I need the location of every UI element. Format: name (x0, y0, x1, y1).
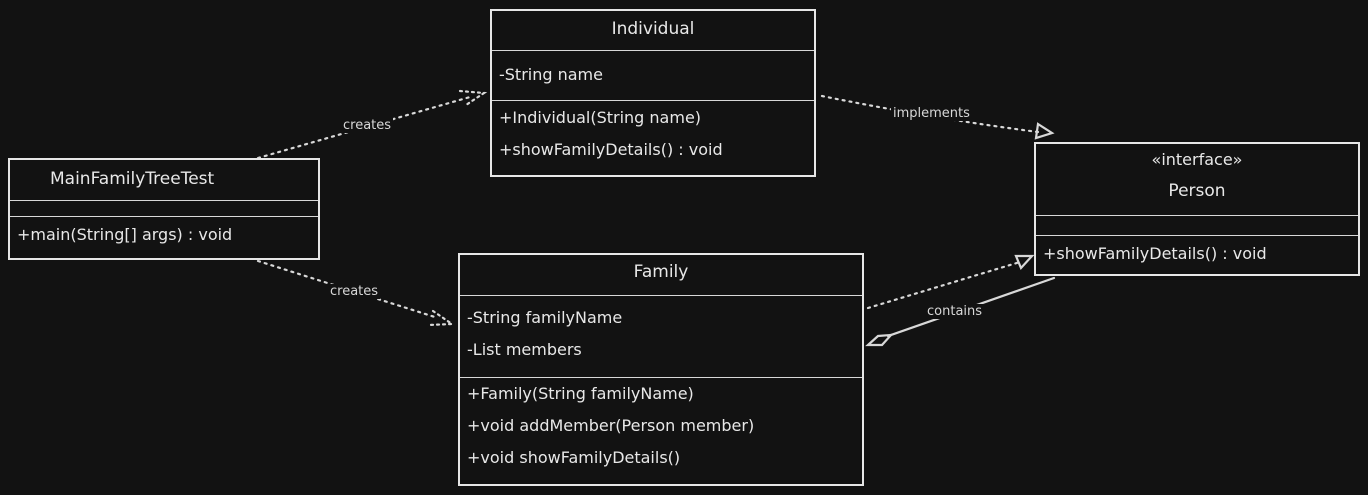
methods-section: +Family(String familyName) +void addMemb… (460, 377, 862, 474)
method-row: +Individual(String name) (499, 108, 702, 127)
methods-section: +Individual(String name) +showFamilyDeta… (492, 100, 814, 166)
arrowhead-open-individual (458, 89, 488, 107)
class-name: Individual (611, 19, 695, 39)
methods-section: +showFamilyDetails() : void (1036, 235, 1358, 270)
method-row: +Family(String familyName) (467, 384, 694, 403)
method-row: +void showFamilyDetails() (467, 448, 681, 467)
class-name: Person (1168, 181, 1226, 201)
interface-person[interactable]: «interface» Person +showFamilyDetails() … (1034, 142, 1360, 276)
label-creates-family: creates (328, 284, 381, 299)
class-name: MainFamilyTreeTest (50, 169, 215, 189)
label-implements: implements (891, 106, 972, 121)
attribute-row: -String name (499, 65, 603, 84)
attributes-section: -String name (492, 50, 814, 100)
realization-triangle-family (1014, 254, 1035, 271)
label-creates-individual: creates (341, 118, 394, 133)
attributes-section: -String familyName -List members (460, 295, 862, 377)
label-contains: contains (925, 304, 985, 319)
aggregation-diamond (865, 333, 894, 347)
class-main-family-tree-test[interactable]: MainFamilyTreeTest +main(String[] args) … (8, 158, 320, 260)
arrowhead-open-family (427, 309, 456, 327)
class-family[interactable]: Family -String familyName -List members … (458, 253, 864, 486)
class-name: Family (633, 262, 689, 282)
attribute-row: -String familyName (467, 308, 623, 327)
class-individual[interactable]: Individual -String name +Individual(Stri… (490, 9, 816, 177)
realization-triangle-individual (1034, 122, 1055, 140)
method-row: +void addMember(Person member) (467, 416, 755, 435)
attribute-row: -List members (467, 340, 582, 359)
method-row: +showFamilyDetails() : void (1043, 244, 1267, 263)
method-row: +showFamilyDetails() : void (499, 140, 723, 159)
methods-section: +main(String[] args) : void (10, 216, 318, 251)
attributes-section (1036, 215, 1358, 235)
stereotype-label: «interface» (1151, 150, 1243, 169)
edge-main-creates-individual (256, 95, 472, 160)
method-row: +main(String[] args) : void (17, 225, 233, 244)
attributes-section (10, 200, 318, 216)
edge-family-implements-person (866, 260, 1022, 310)
